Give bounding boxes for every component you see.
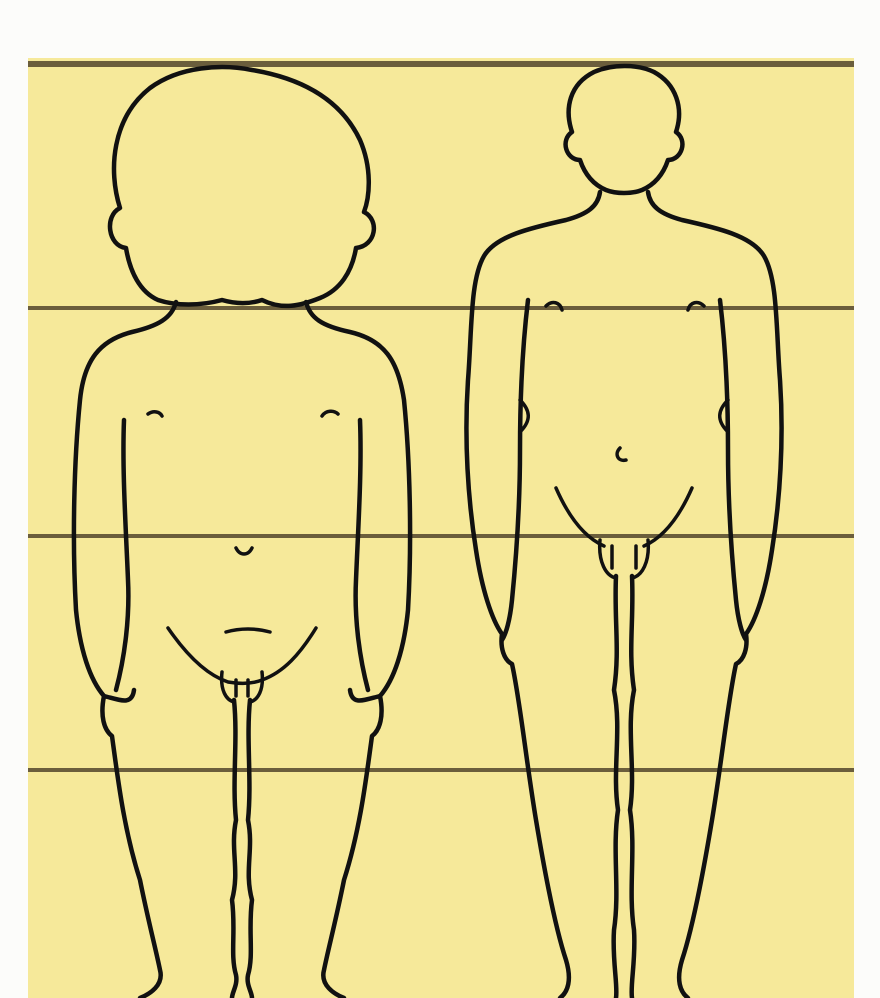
diagram-canvas [0, 0, 880, 998]
proportion-diagram [0, 0, 880, 998]
